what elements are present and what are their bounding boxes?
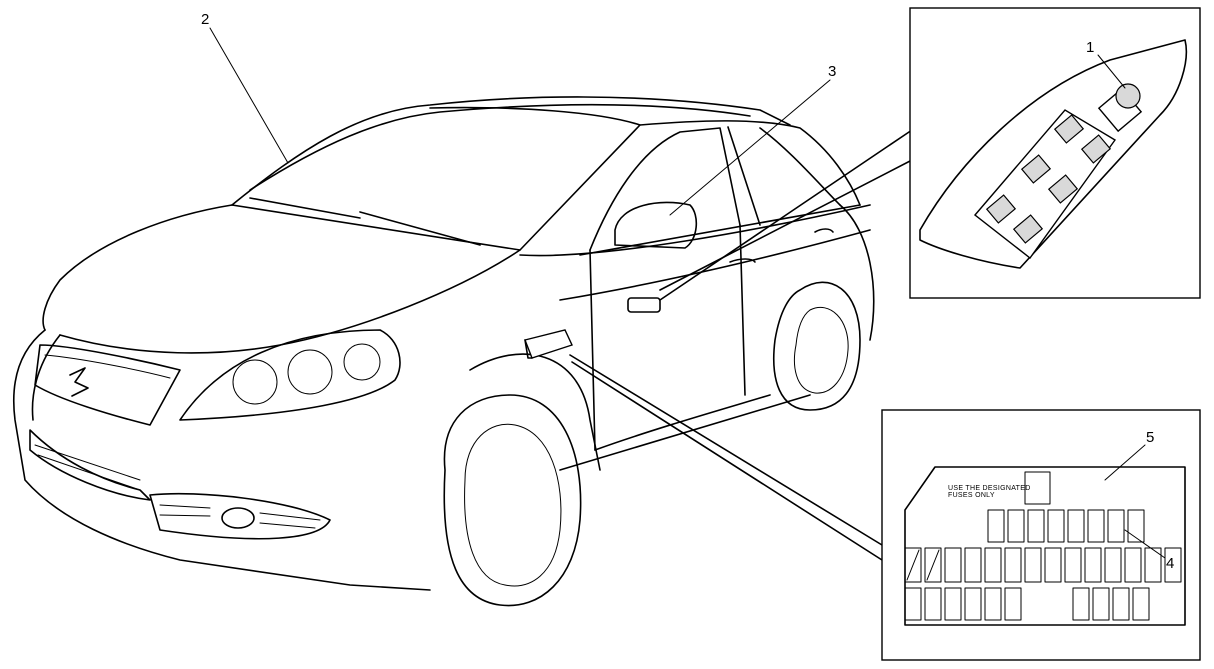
window-switch-inset: [910, 8, 1200, 298]
callout-2: 2: [201, 11, 209, 28]
leader-lines: [210, 28, 912, 560]
fuse-label-line1: USE THE DESIGNATED: [948, 485, 1031, 492]
fuse-box-inset: [882, 410, 1200, 660]
callout-1: 1: [1086, 39, 1094, 56]
fuse-label-line2: FUSES ONLY: [948, 492, 995, 499]
callout-5: 5: [1146, 429, 1154, 446]
callout-3: 3: [828, 63, 836, 80]
car-illustration: [14, 97, 874, 606]
callout-4: 4: [1166, 555, 1174, 572]
